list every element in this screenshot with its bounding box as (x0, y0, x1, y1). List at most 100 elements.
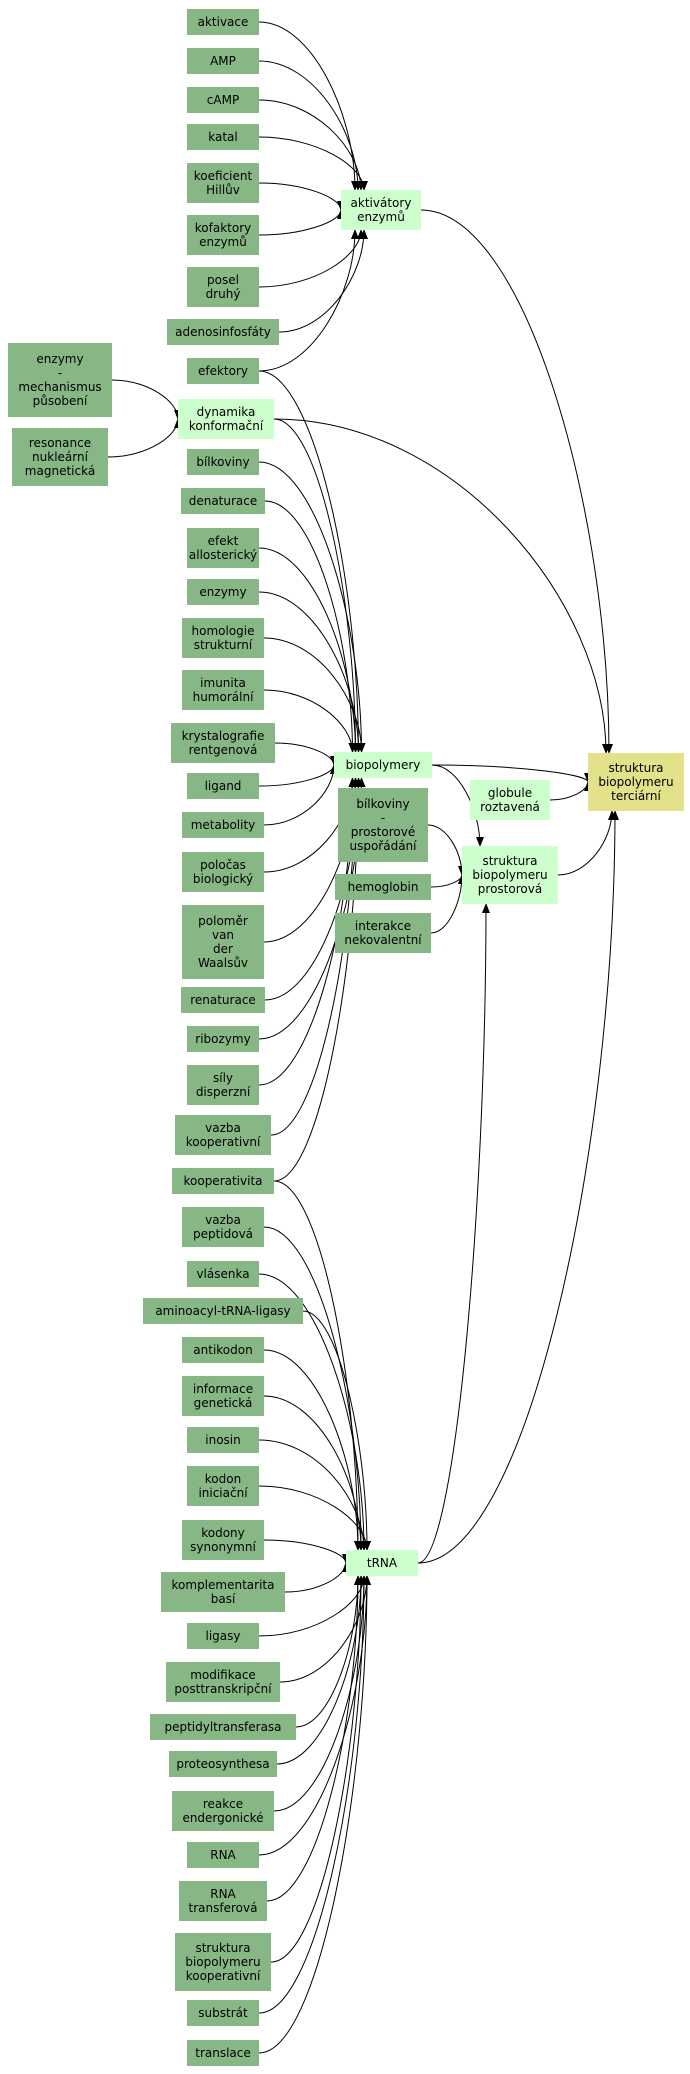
edge-globule-roztavena-to-struktura-tercialni (549, 781, 592, 801)
node-box (588, 753, 684, 811)
node-label: rentgenová (189, 743, 258, 757)
node-box (341, 190, 421, 230)
node-label: reakce (203, 1797, 243, 1811)
edge-aminoacyl-trna-ligasy-to-trna (302, 1310, 371, 1551)
node-box (187, 1623, 259, 1649)
node-efektory: efektory (187, 358, 259, 384)
node-box (187, 1261, 259, 1287)
node-label: krystalografie (182, 729, 265, 743)
node-peptidyltransferasa: peptidyltransferasa (150, 1714, 296, 1740)
edge-efektory-to-biopolymery (258, 370, 363, 753)
node-label: disperzní (196, 1085, 251, 1099)
node-label: denaturace (189, 494, 258, 508)
edge-ligasy-to-trna (258, 1575, 368, 1637)
node-box (179, 1881, 267, 1921)
node-label: cAMP (207, 93, 239, 107)
edge-imunita-humoralni-to-biopolymery (263, 689, 357, 753)
node-label: - (381, 811, 385, 825)
node-substrat: substrát (187, 2000, 259, 2026)
node-box (182, 852, 264, 892)
node-box (182, 1376, 264, 1416)
node-label: modifikace (190, 1668, 256, 1682)
node-box (166, 1662, 280, 1702)
edge-reakce-endergonicke-to-trna (273, 1575, 368, 1812)
node-label: allosterický (189, 548, 257, 562)
node-label: kofaktory (195, 221, 251, 235)
node-box (181, 987, 265, 1013)
node-label: metabolity (191, 818, 256, 832)
edge-informace-geneticka-to-trna (263, 1395, 365, 1551)
node-label: struktura (482, 854, 537, 868)
node-hemoglobin: hemoglobin (335, 874, 431, 900)
node-box (172, 1168, 274, 1194)
edge-koeficient-hilluv-to-aktivatory-enzymu (258, 182, 345, 211)
node-antikodon: antikodon (182, 1337, 264, 1363)
node-box (334, 752, 432, 778)
node-label: nekovalentní (344, 933, 422, 947)
node-label: síly (213, 1071, 233, 1085)
node-box (187, 528, 259, 568)
node-box (143, 1298, 303, 1324)
edge-efektory-to-aktivatory-enzymu (258, 229, 359, 372)
node-label: iniciační (198, 1486, 248, 1500)
node-label: aktivátory (351, 196, 412, 210)
node-label: kodony (201, 1526, 245, 1540)
node-box (175, 1933, 271, 1991)
edge-bilkoviny-to-biopolymery (258, 461, 366, 753)
edge-struktura-kooperativni-to-trna (270, 1575, 365, 1963)
node-label: interakce (355, 919, 411, 933)
node-label: kooperativní (186, 1969, 261, 1983)
node-translace: translace (187, 2040, 259, 2066)
node-box (187, 579, 259, 605)
node-label: ribozymy (195, 1032, 250, 1046)
node-box (187, 2000, 259, 2026)
node-box (187, 1065, 259, 1105)
edge-proteosynthesa-to-trna (276, 1575, 365, 1765)
node-label: tRNA (367, 1556, 398, 1570)
node-label: enzymů (357, 210, 405, 224)
edge-rna-to-trna (258, 1575, 371, 1856)
node-vlasenka: vlásenka (187, 1261, 259, 1287)
edge-amp-to-aktivatory-enzymu (258, 60, 362, 191)
node-label: informace (193, 1382, 253, 1396)
node-label: substrát (198, 2006, 248, 2020)
edge-resonance-to-dynamika-konformacni (107, 418, 182, 458)
node-box (187, 1466, 259, 1506)
edge-substrat-to-trna (258, 1575, 368, 2014)
edge-denaturace-to-biopolymery (264, 500, 357, 753)
node-box (182, 905, 264, 979)
node-label: peptidyltransferasa (164, 1720, 281, 1734)
node-inosin: inosin (187, 1427, 259, 1453)
node-box (175, 1115, 271, 1155)
node-box (187, 267, 259, 307)
node-box (338, 788, 428, 862)
node-label: vazba (205, 1121, 241, 1135)
node-box (12, 428, 108, 486)
node-label: biopolymery (346, 758, 421, 772)
node-box (346, 1550, 418, 1576)
node-label: genetická (194, 1396, 253, 1410)
edge-efekt-allostericky-to-biopolymery (258, 547, 360, 753)
edge-kooperativita-to-trna (273, 1180, 362, 1551)
node-label: renaturace (190, 993, 256, 1007)
edge-kodony-synonymni-to-trna (263, 1539, 350, 1564)
node-aminoacyl-trna-ligasy: aminoacyl-tRNA-ligasy (143, 1298, 303, 1324)
node-label: struktura (195, 1941, 250, 1955)
node-box (335, 913, 431, 953)
node-label: globule (488, 786, 532, 800)
edge-kofaktory-enzymu-to-aktivatory-enzymu (258, 209, 345, 236)
node-amp: AMP (187, 48, 259, 74)
node-label: adenosinfosfáty (175, 325, 271, 339)
edge-inosin-to-trna (258, 1439, 368, 1551)
node-label: magnetická (25, 464, 95, 478)
